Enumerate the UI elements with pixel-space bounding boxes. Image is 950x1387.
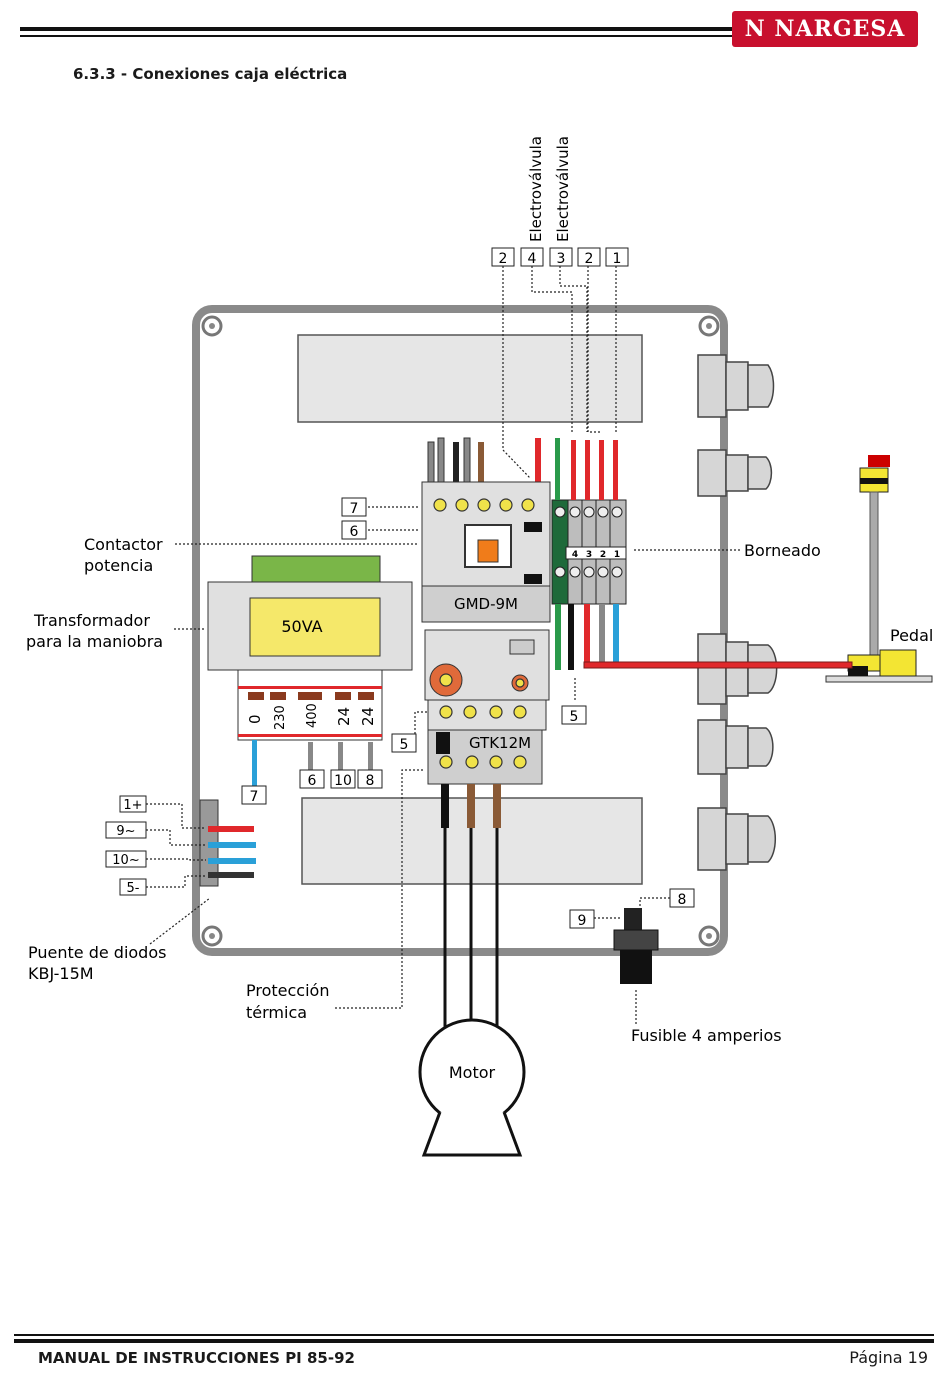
pedal-label: Pedal	[890, 626, 933, 645]
thermal-protection-label-line2: térmica	[246, 1003, 307, 1022]
manual-title: MANUAL DE INSTRUCCIONES PI 85-92	[38, 1349, 355, 1367]
electrovalvula-label-b: Electroválvula	[554, 136, 572, 242]
tag-8b: 8	[678, 892, 687, 908]
top-tag-3: 3	[557, 251, 566, 267]
footer-rule-thick	[14, 1339, 934, 1343]
borne-number-2: 2	[600, 550, 606, 560]
tag-6b: 6	[308, 773, 317, 789]
fuse-label: Fusible 4 amperios	[631, 1026, 782, 1045]
trafo-terminal-230: 230	[273, 705, 288, 730]
diode-bridge-label-line2: KBJ-15M	[28, 964, 94, 983]
terminal-block	[551, 499, 627, 605]
tag-diode-9: 9~	[116, 824, 135, 839]
tag-7b: 7	[250, 789, 259, 805]
transformer	[207, 555, 413, 786]
enclosure-screws	[201, 315, 720, 947]
terminal-block-screws	[554, 506, 623, 578]
borne-number-1: 1	[614, 550, 620, 560]
borne-number-3: 3	[586, 550, 592, 560]
tag-5a: 5	[570, 709, 579, 725]
contactor-model-label: GMD-9M	[454, 595, 518, 613]
tag-boxes	[105, 497, 695, 929]
brand-name: NARGESA	[774, 16, 906, 42]
trafo-terminal-24a: 24	[335, 707, 353, 726]
leader-lines	[146, 266, 740, 1024]
top-tag-5: 1	[613, 251, 622, 267]
footer-rule-thin	[14, 1334, 934, 1336]
diode-bridge	[199, 799, 256, 887]
tag-5b: 5	[400, 737, 409, 753]
terminal-screws	[433, 498, 535, 769]
page-number: Página 19	[849, 1348, 928, 1367]
motor-label: Motor	[449, 1063, 496, 1082]
section-title: 6.3.3 - Conexiones caja eléctrica	[73, 65, 348, 83]
cable-duct-top	[297, 334, 643, 423]
tag-7a: 7	[350, 501, 359, 517]
electrovalvula-label-a: Electroválvula	[527, 136, 545, 242]
top-tag-boxes	[491, 247, 629, 267]
tag-diode-1: 1+	[123, 798, 142, 813]
borneado-label: Borneado	[744, 541, 821, 560]
top-tag-1: 2	[499, 251, 508, 267]
trafo-terminal-400: 400	[305, 703, 320, 728]
tag-diode-10: 10~	[112, 853, 139, 868]
contactor-label-line2: potencia	[84, 556, 153, 575]
tag-10: 10	[334, 773, 352, 789]
top-tag-4: 2	[585, 251, 594, 267]
tag-9: 9	[578, 913, 587, 929]
thermal-protection-label-line1: Protección	[246, 981, 329, 1000]
borne-number-4: 4	[572, 550, 578, 560]
terminal-wires	[555, 438, 853, 670]
nargesa-logo: N NARGESA	[732, 11, 918, 47]
transformer-label-line1: Transformador	[33, 611, 150, 630]
trafo-terminal-24b: 24	[359, 707, 377, 726]
cable-glands	[697, 354, 778, 871]
diode-bridge-label-line1: Puente de diodos	[28, 943, 166, 962]
header-rule-thick	[20, 27, 732, 31]
contactor-label-line1: Contactor	[84, 535, 163, 554]
tag-diode-5: 5-	[127, 881, 140, 896]
pedal	[825, 455, 933, 683]
motor	[418, 1018, 526, 1157]
transformer-label-line2: para la maniobra	[26, 632, 163, 651]
top-tag-2: 4	[528, 251, 537, 267]
transformer-va-label: 50VA	[281, 617, 322, 636]
tag-8a: 8	[366, 773, 375, 789]
tag-6a: 6	[350, 524, 359, 540]
relay-model-label: GTK12M	[469, 734, 531, 752]
fuse-holder	[613, 908, 659, 984]
header-rule-thin	[20, 35, 732, 37]
trafo-terminal-0: 0	[246, 714, 264, 724]
